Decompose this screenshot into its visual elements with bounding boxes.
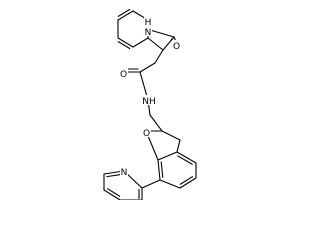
bond-a1-a2 [117, 10, 134, 21]
double-bond-a3-a4 [117, 41, 131, 50]
bond-a3-a4 [117, 37, 134, 48]
bond-b2-b3 [161, 130, 181, 141]
bond-ch2-cam [139, 62, 156, 73]
bond-cn-b2 [149, 114, 163, 132]
double-bond-p4-p5 [106, 188, 121, 197]
amide-nh-label: NH [142, 97, 156, 107]
bond-b3-b3a [176, 139, 181, 153]
furan-oxygen-label: O [143, 129, 150, 139]
amide-oxygen-label: O [120, 70, 127, 80]
pyridine-nitrogen-label: N [121, 168, 128, 178]
indoline-nh-h-label: H [145, 18, 152, 28]
double-bond-c7-c7a [160, 161, 164, 178]
bond-c7-c7a [157, 159, 161, 181]
bond-c5-c6 [179, 177, 197, 189]
double-bond-p6-pn [106, 173, 123, 178]
double-bond-a1-a2 [117, 8, 131, 17]
bond-p4-p5 [103, 189, 121, 201]
bond-b3a-c7a [157, 151, 178, 161]
double-bond-b3a-c4 [177, 155, 193, 165]
bond-c3-ch2 [154, 49, 164, 64]
structure-canvas: N H O O NH O N [103, 8, 197, 201]
bond-c2-n1 [149, 29, 175, 38]
bond-c6-c7 [159, 179, 181, 189]
double-bond-c5-c6 [179, 176, 194, 185]
indoline-nh-label: N [145, 28, 152, 38]
bond-a4-a5 [132, 37, 149, 48]
atom-label-layer: N H O O NH O N [119, 16, 181, 178]
lactam-oxygen-label: O [173, 42, 180, 52]
bond-c7-p2 [141, 179, 161, 189]
bond-b3a-c4 [176, 151, 197, 164]
molecule-structure: N H O O NH O N [103, 8, 197, 201]
bond-a5-c3 [147, 37, 164, 51]
